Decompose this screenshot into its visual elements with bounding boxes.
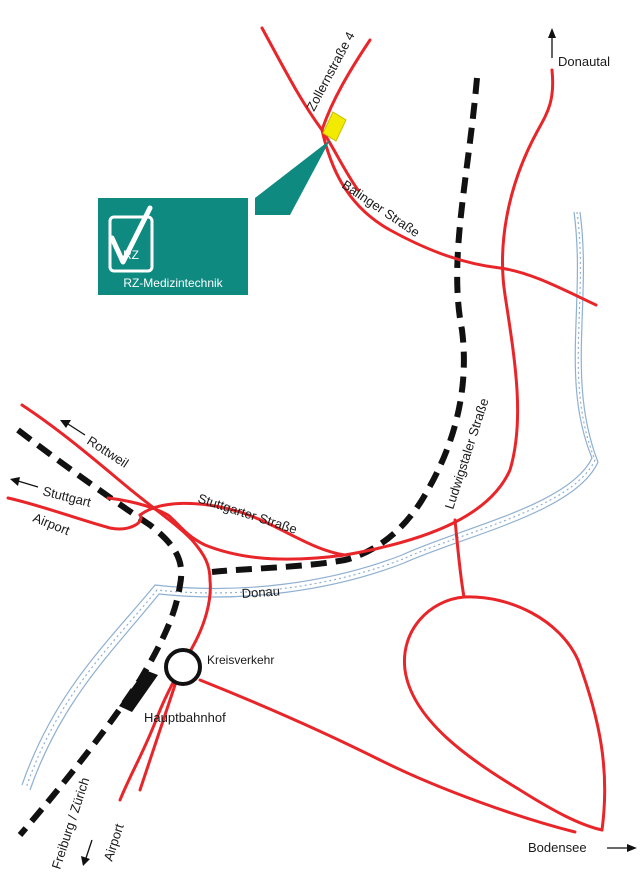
direction-stuttgart: Stuttgart [10, 477, 93, 510]
svg-text:Bodensee: Bodensee [528, 840, 587, 855]
logo-letters: RZ [123, 248, 139, 262]
river-label: Donau [241, 583, 280, 601]
railway [16, 77, 480, 837]
destination-marker [322, 111, 347, 142]
logo-frame [108, 215, 154, 273]
company-callout: RZ RZ-Medizintechnik [98, 140, 330, 295]
company-name: RZ-Medizintechnik [123, 276, 223, 290]
direction-rottweil: Rottweil [60, 420, 131, 471]
svg-text:Stuttgart: Stuttgart [41, 483, 93, 510]
roundabout-marker [164, 648, 202, 686]
station-marker [119, 670, 158, 712]
direction-donautal: Donautal [548, 28, 610, 69]
station-label: Hauptbahnhof [144, 710, 226, 725]
river-donau [21, 211, 599, 791]
direction-airport-s: Airport [101, 822, 127, 863]
svg-text:Rottweil: Rottweil [84, 433, 131, 471]
road-network [6, 26, 607, 834]
svg-text:Donautal: Donautal [558, 54, 610, 69]
direction-bodensee: Bodensee [528, 840, 637, 855]
street-stuttgarter: Stuttgarter Straße [196, 491, 299, 537]
street-balinger: Balinger Straße [339, 177, 422, 240]
street-ludwigstaler: Ludwigstaler Straße [442, 396, 492, 511]
logo-panel [98, 198, 248, 295]
roundabout-label: Kreisverkehr [207, 653, 274, 667]
checkmark-icon [109, 205, 153, 265]
